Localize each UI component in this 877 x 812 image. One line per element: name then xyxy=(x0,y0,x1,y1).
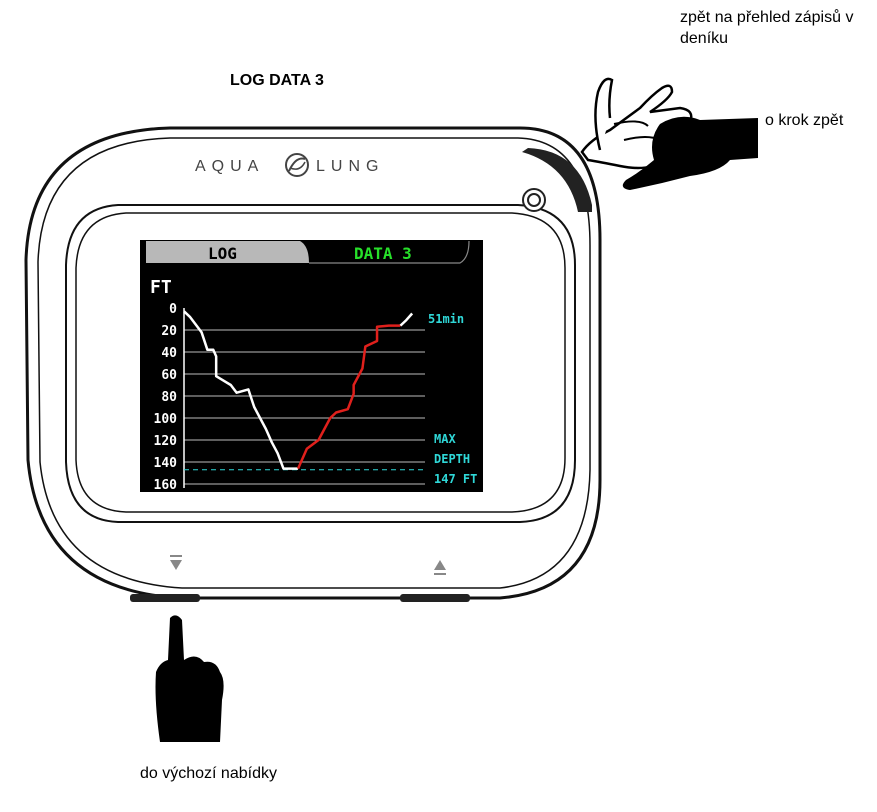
power-button-icon[interactable] xyxy=(522,188,546,212)
hand-pointing-up-icon xyxy=(155,615,224,742)
page-heading: LOG DATA 3 xyxy=(230,72,324,89)
y-tick-label: 100 xyxy=(154,412,178,427)
step-back-note: o krok zpět xyxy=(765,112,844,129)
y-axis-ticks: 0 20 40 60 80 100 120 140 160 xyxy=(154,302,178,493)
aqualung-logo-icon xyxy=(285,153,309,177)
bottom-left-button[interactable] xyxy=(130,594,200,602)
hand-pointing-left-icon xyxy=(622,116,758,190)
profile-final-line xyxy=(399,312,414,327)
y-tick-label: 40 xyxy=(161,346,177,361)
unit-label: FT xyxy=(150,277,172,298)
profile-ascent-line xyxy=(296,324,401,470)
brand-right: LUNG xyxy=(316,158,384,175)
duration-label: 51min xyxy=(428,312,464,326)
brand-left: AQUA xyxy=(195,158,264,175)
max-label: MAX xyxy=(434,432,456,446)
depth-label: DEPTH xyxy=(434,452,470,466)
y-tick-label: 80 xyxy=(161,390,177,405)
y-tick-label: 60 xyxy=(161,368,177,383)
dive-profile xyxy=(183,310,414,470)
bottom-right-button[interactable] xyxy=(400,594,470,602)
y-tick-label: 0 xyxy=(169,302,177,317)
tab-data-label: DATA 3 xyxy=(354,244,412,263)
y-tick-label: 120 xyxy=(154,434,178,449)
y-tick-label: 160 xyxy=(154,478,178,493)
y-tick-label: 20 xyxy=(161,324,177,339)
tab-log xyxy=(146,241,309,263)
back-to-log-list-note: zpět na přehled zápisů v deníku xyxy=(680,9,854,47)
screen: LOG DATA 3 FT 0 20 40 60 80 100 120 140 160 51mi… xyxy=(140,240,483,493)
home-menu-note: do výchozí nabídky xyxy=(140,765,277,782)
up-arrow-icon[interactable] xyxy=(434,560,446,575)
profile-descent-line xyxy=(183,310,299,470)
tab-log-label: LOG xyxy=(208,244,237,263)
max-depth-value: 147 FT xyxy=(434,472,477,486)
down-arrow-icon[interactable] xyxy=(170,555,182,570)
y-tick-label: 140 xyxy=(154,456,178,471)
right-side-button[interactable] xyxy=(522,148,592,212)
chart-grid xyxy=(184,329,425,485)
